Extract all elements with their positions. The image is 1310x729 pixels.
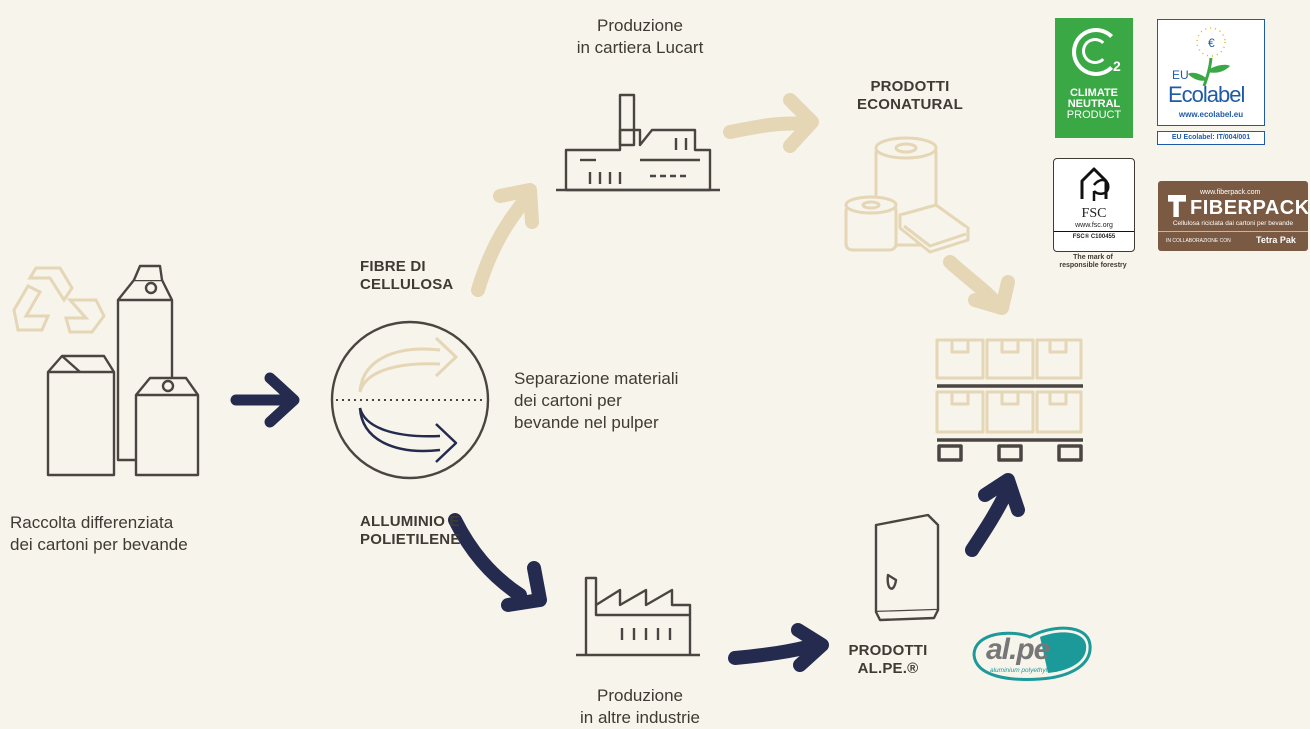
alpe-logo-shape — [972, 626, 1092, 681]
arrow-to-pallet-navy — [965, 473, 1025, 557]
alpe-products-label: PRODOTTI AL.PE.® — [848, 642, 928, 677]
arrow-to-alpe — [728, 623, 829, 672]
ecolabel-code: EU Ecolabel: IT/004/001 — [1157, 131, 1265, 145]
recycle-icon — [12, 266, 106, 334]
fiberpack-logo-icon — [1168, 195, 1186, 217]
eu-ecolabel-badge: € EU Ecolabel www.ecolabel.eu — [1157, 19, 1265, 126]
arrow-to-other-industries — [448, 513, 547, 612]
other-production-label: Produzione in altre industrie — [579, 686, 700, 727]
arrow-to-lucart — [471, 183, 539, 297]
lucart-factory-icon — [556, 93, 720, 192]
climate-c2-icon: 2 — [1055, 18, 1133, 88]
collection-label: Raccolta differenziata dei cartoni per b… — [10, 513, 188, 554]
ecolabel-flower-icon: € — [1188, 27, 1230, 87]
fsc-tree-icon — [1080, 167, 1110, 201]
climate-neutral-badge: 2 CLIMATE NEUTRAL PRODUCT — [1055, 18, 1133, 138]
arrow-to-econatural — [723, 93, 819, 153]
svg-text:€: € — [1208, 36, 1215, 50]
pulper-icon — [330, 320, 490, 480]
arrow-to-pulper — [230, 372, 300, 428]
paper-products-icon — [844, 136, 970, 254]
fiberpack-badge: www.fiberpack.com FIBERPACK Cellulosa ri… — [1158, 181, 1309, 251]
lucart-production-label: Produzione in cartiera Lucart — [576, 16, 704, 57]
pallet-boxes-icon — [935, 338, 1083, 462]
other-factory-icon — [576, 576, 700, 657]
econatural-label: PRODOTTI ECONATURAL — [857, 78, 963, 113]
drink-cartons-icon — [46, 264, 200, 477]
fsc-badge: FSC www.fsc.org FSC® C100455 — [1053, 158, 1135, 252]
separation-label: Separazione materiali dei cartoni per be… — [514, 369, 679, 432]
alpe-logo: al.pe aluminium polyethylene — [970, 615, 1095, 687]
fsc-mark: The mark of responsible forestry — [1059, 254, 1127, 269]
dispenser-icon — [874, 513, 940, 622]
fibres-label: FIBRE DI CELLULOSA — [360, 258, 454, 293]
arrow-to-pallet-beige — [943, 255, 1015, 315]
aluminium-label: ALLUMINIO E POLIETILENE — [360, 513, 461, 548]
